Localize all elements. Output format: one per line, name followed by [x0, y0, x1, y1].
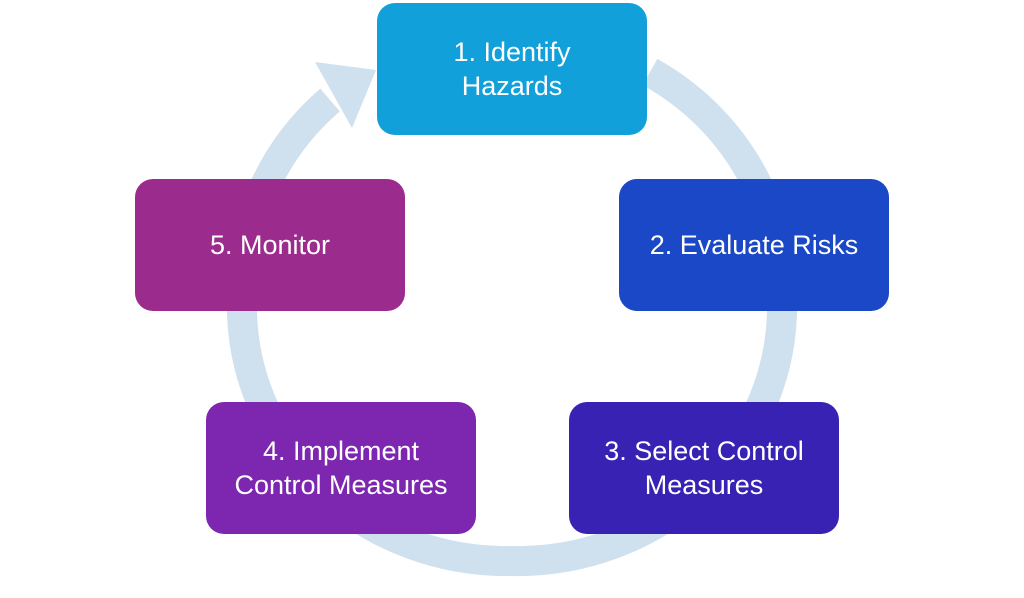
step-evaluate-risks: 2. Evaluate Risks: [619, 179, 889, 311]
step-monitor: 5. Monitor: [135, 179, 405, 311]
step-label: 4. Implement Control Measures: [234, 436, 448, 500]
step-label: 2. Evaluate Risks: [649, 230, 859, 260]
ring-arrowhead: [315, 62, 376, 128]
step-label: 5. Monitor: [209, 230, 331, 260]
step-implement-control-measures: 4. Implement Control Measures: [206, 402, 476, 534]
step-label: 1. Identify Hazards: [453, 37, 571, 101]
step-label: 3. Select Control Measures: [604, 436, 804, 500]
step-identify-hazards: 1. Identify Hazards: [377, 3, 647, 135]
step-select-control-measures: 3. Select Control Measures: [569, 402, 839, 534]
